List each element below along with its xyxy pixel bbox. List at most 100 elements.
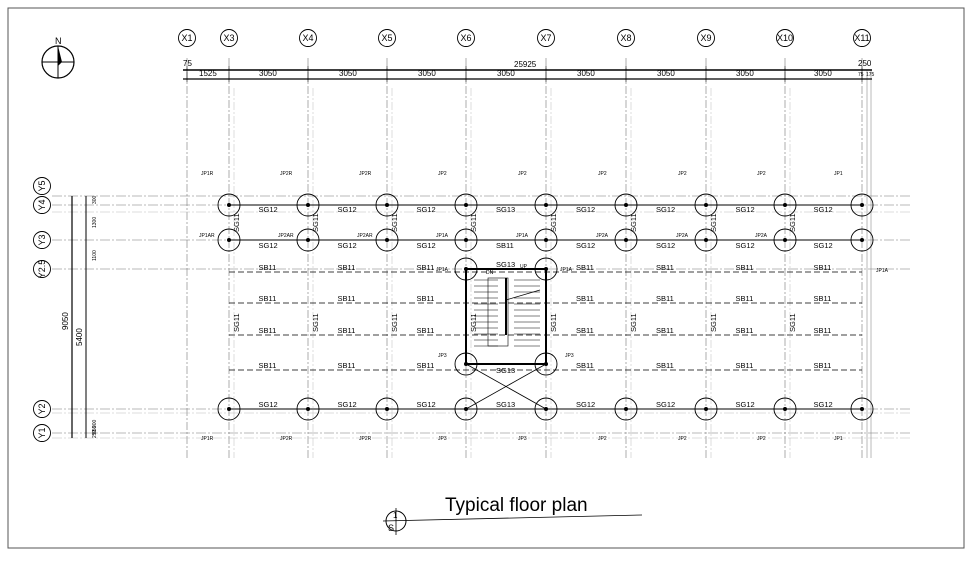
column-marker — [296, 397, 320, 421]
column-core — [306, 407, 310, 411]
beam-label-sb: SB11 — [259, 326, 277, 335]
grid-label-x: X3 — [223, 33, 234, 43]
beam-label-sb: SB11 — [656, 294, 674, 303]
column-tag-y3: JP1AR — [199, 233, 215, 239]
column-core — [227, 238, 231, 242]
beam-label-y3: SG12 — [576, 241, 595, 250]
beam-label-y3: SG12 — [417, 241, 436, 250]
beam-label-y4: SG12 — [814, 205, 833, 214]
grid-bubble-x — [299, 29, 317, 47]
beam-label-sb: SB11 — [736, 263, 754, 272]
dim-segment: 3050 — [497, 69, 515, 78]
dim-segment: 3050 — [339, 69, 357, 78]
column-marker — [773, 397, 797, 421]
grid-bubble-y — [33, 260, 51, 278]
column-core — [385, 203, 389, 207]
beam-label-sb: SB11 — [576, 326, 594, 335]
column-marker — [454, 228, 478, 252]
beam-label-sg11: SG11 — [390, 213, 399, 232]
grid-label-x: X7 — [540, 33, 551, 43]
column-marker — [534, 397, 558, 421]
column-tag-bottom: JP1R — [201, 436, 214, 442]
column-core — [624, 238, 628, 242]
column-tag-top: JP1 — [834, 171, 843, 177]
beam-label-sg11: SG11 — [232, 313, 241, 332]
column-tag-top: JP2 — [678, 171, 687, 177]
beam-label-stair: SG13 — [496, 260, 515, 269]
plan-title: Typical floor plan — [445, 495, 588, 516]
stair-direction — [505, 289, 541, 301]
beam-label-sb: SB11 — [814, 361, 832, 370]
beam-label-stair: SG13 — [496, 366, 515, 375]
column-marker — [850, 397, 874, 421]
column-core — [860, 407, 864, 411]
column-marker — [694, 397, 718, 421]
beam-label-sb: SB11 — [576, 263, 594, 272]
column-core — [624, 203, 628, 207]
column-core — [860, 203, 864, 207]
column-marker — [614, 193, 638, 217]
beam-label-sg11: SG11 — [311, 213, 320, 232]
grid-label-y: Y2 — [37, 403, 47, 414]
column-marker — [534, 193, 558, 217]
beam-label-sb: SB11 — [814, 326, 832, 335]
beam-label-y3: SG12 — [338, 241, 357, 250]
column-marker — [375, 397, 399, 421]
grid-bubble-x — [220, 29, 238, 47]
column-tag-bottom: JP2 — [598, 436, 607, 442]
column-tag-y3: JP2AR — [278, 233, 294, 239]
grid-label-x: X10 — [777, 33, 793, 43]
dim-left-segment: 1100 — [92, 250, 98, 261]
beam-label-y4: SG12 — [338, 205, 357, 214]
stair-up: UP — [520, 264, 528, 270]
stair-well — [487, 277, 509, 347]
column-core — [227, 203, 231, 207]
column-marker — [534, 228, 558, 252]
dim-total: 25925 — [514, 60, 537, 69]
beam-label-sb: SB11 — [259, 263, 277, 272]
column-marker — [454, 352, 478, 376]
column-core — [544, 238, 548, 242]
beam-label-sg11: SG11 — [469, 313, 478, 332]
column-tag-y2: JP3 — [438, 353, 447, 359]
title-block: 1 S Typical floor plan — [382, 495, 643, 535]
dim-left-segment: 300 — [92, 195, 98, 204]
column-marker — [850, 228, 874, 252]
beam-label-sg11: SG11 — [788, 313, 797, 332]
beam-label-sb: SB11 — [338, 263, 356, 272]
column-marker — [454, 397, 478, 421]
beam-label-sb: SB11 — [338, 326, 356, 335]
column-tag-bottom: JP2 — [757, 436, 766, 442]
column-marker — [534, 352, 558, 376]
beam-label-y4: SG12 — [259, 205, 278, 214]
beam-label-sg11: SG11 — [311, 313, 320, 332]
grid-label-x: X8 — [620, 33, 631, 43]
column-tag-y3: JP2A — [755, 233, 768, 239]
beam-label-y2: SG12 — [417, 400, 436, 409]
beam-label-sb: SB11 — [656, 263, 674, 272]
column-marker — [773, 228, 797, 252]
column-tag-y3: JP2A — [596, 233, 609, 239]
beam-label-sb: SB11 — [736, 361, 754, 370]
column-tag-bottom: JP1 — [834, 436, 843, 442]
beam-label-sb: SB11 — [338, 294, 356, 303]
dim-right-small: 250 — [858, 59, 872, 68]
column-marker — [614, 397, 638, 421]
dim-left-total: 9050 — [61, 312, 70, 330]
column-tag-bottom: JP2R — [280, 436, 293, 442]
column-tag-y3: JP1A — [516, 233, 529, 239]
dim-left-segment: 900 — [92, 419, 98, 428]
dim-left-small: 75 — [183, 59, 192, 68]
column-marker — [614, 228, 638, 252]
beam-label-y2: SG12 — [656, 400, 675, 409]
beam-label-sg11: SG11 — [629, 213, 638, 232]
detail-ref-sheet: S — [388, 523, 394, 533]
grid-bubble-y — [33, 196, 51, 214]
beam-label-sb: SB11 — [814, 294, 832, 303]
column-marker — [217, 397, 241, 421]
column-tag-top: JP2 — [598, 171, 607, 177]
beam-label-sb: SB11 — [814, 263, 832, 272]
